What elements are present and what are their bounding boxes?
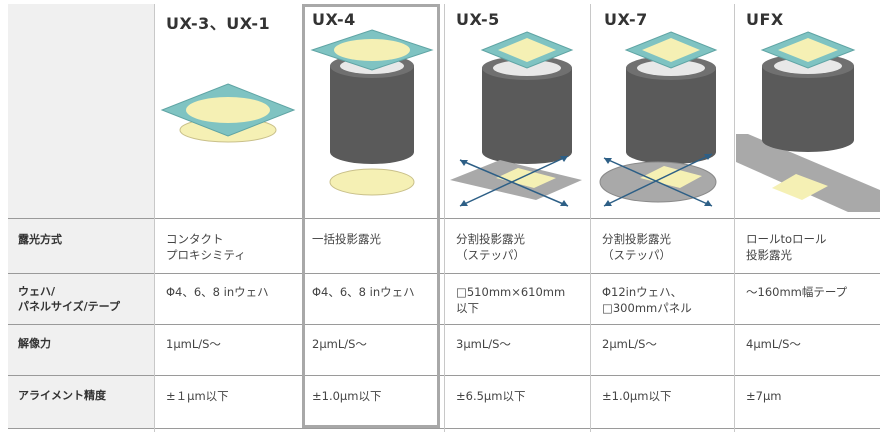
row-label-size: ウェハ/ パネルサイズ/テープ	[18, 285, 121, 313]
cell: ±7μm	[746, 389, 782, 403]
contact-exposure-illustration	[160, 83, 296, 143]
row-label-alignment: アライメント精度	[18, 389, 106, 402]
cell: 1μmL/S～	[166, 337, 221, 351]
col-title-ux3-ux1: UX-3、UX-1	[166, 14, 271, 33]
roll-to-roll-illustration	[736, 31, 880, 212]
col-title-ux5: UX-5	[456, 10, 500, 29]
label-bg	[8, 376, 154, 428]
cell: ±6.5μm以下	[456, 389, 526, 403]
cell: 分割投影露光 （ステッパ）	[456, 232, 525, 262]
label-bg	[8, 274, 154, 324]
cell: 2μmL/S～	[312, 337, 367, 351]
cell: ロールtoロール 投影露光	[746, 232, 827, 262]
cell: □510mm×610mm 以下	[456, 285, 566, 315]
cell: 分割投影露光 （ステッパ）	[602, 232, 671, 262]
row-label-exposure-method: 露光方式	[18, 233, 62, 246]
stepper-panel-illustration	[450, 31, 582, 207]
col-divider	[734, 4, 735, 432]
cell: コンタクト プロキシミティ	[166, 232, 246, 262]
col-title-ux7: UX-7	[604, 10, 648, 29]
cell: 一括投影露光	[312, 232, 381, 246]
header-corner	[8, 4, 154, 218]
cell: 3μmL/S～	[456, 337, 511, 351]
col-divider	[444, 4, 445, 432]
cell: 2μmL/S～	[602, 337, 657, 351]
cell: 4μmL/S～	[746, 337, 801, 351]
cell: Φ12inウェハ、 □300mmパネル	[602, 285, 692, 315]
projection-exposure-illustration	[310, 29, 434, 196]
cell: ±1.0μm以下	[312, 389, 382, 403]
cell: Φ4、6、8 inウェハ	[166, 285, 269, 299]
label-bg	[8, 219, 154, 273]
cell: ±1.0μm以下	[602, 389, 672, 403]
col-divider	[590, 4, 591, 432]
cell: ～160mm幅テープ	[746, 285, 848, 299]
cell: ±１μm以下	[166, 389, 229, 403]
stepper-wafer-illustration	[599, 31, 718, 207]
cell: Φ4、6、8 inウェハ	[312, 285, 415, 299]
col-title-ufx: UFX	[746, 10, 784, 29]
col-title-ux4: UX-4	[312, 10, 356, 29]
row-label-resolution: 解像力	[18, 337, 51, 350]
col-divider	[154, 4, 155, 432]
highlighted-column-ux4	[302, 4, 440, 428]
label-bg	[8, 325, 154, 375]
